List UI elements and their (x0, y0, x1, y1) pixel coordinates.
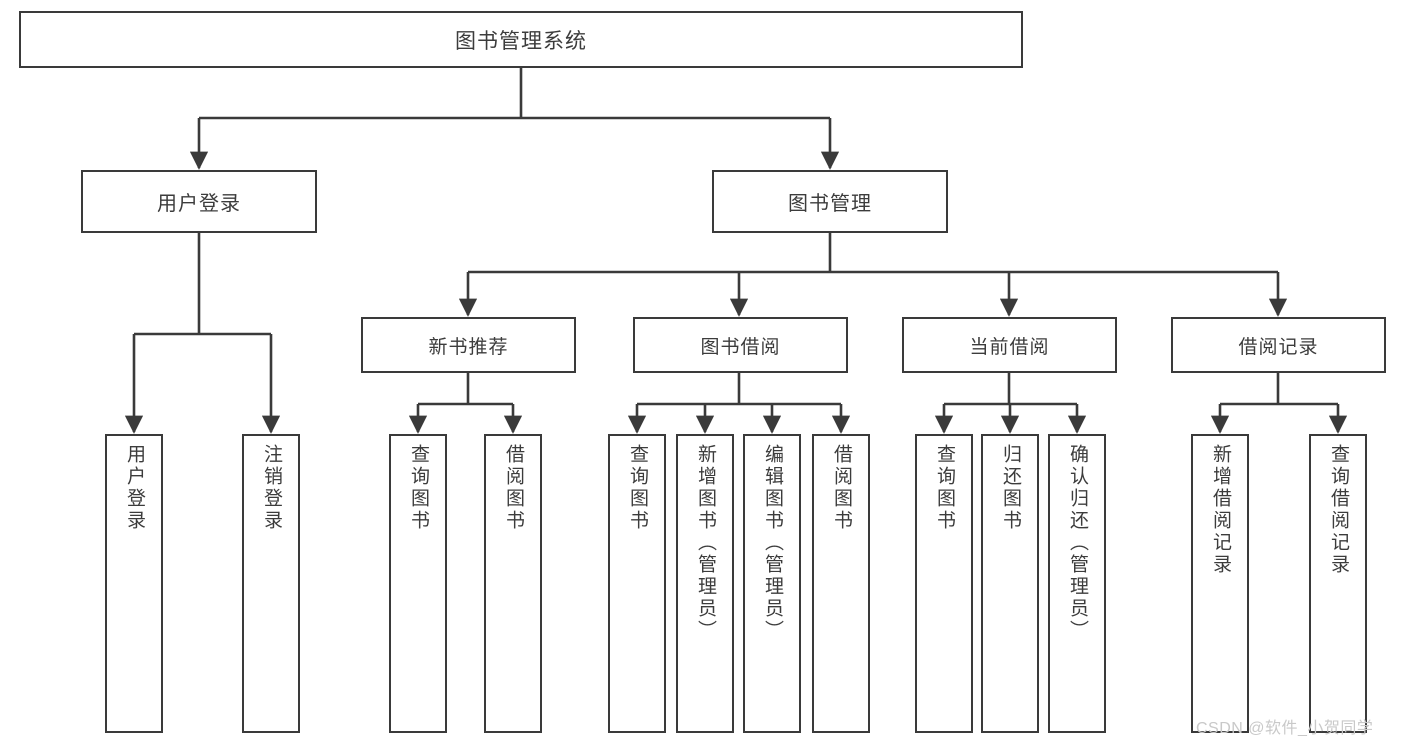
node-new-book-recommend[interactable]: 新书推荐 (361, 317, 576, 373)
leaf-query-book-2[interactable]: 查询图书 (608, 434, 666, 733)
leaf-logout-label: 注销登录 (260, 444, 282, 532)
leaf-edit-book-label: 编辑图书（管理员） (761, 444, 783, 642)
node-new-book-recommend-label: 新书推荐 (428, 336, 509, 358)
node-book-borrow-label: 图书借阅 (700, 336, 781, 358)
leaf-borrow-book-2-label: 借阅图书 (830, 444, 852, 532)
node-user-login-label: 用户登录 (157, 193, 241, 215)
leaf-query-book-1[interactable]: 查询图书 (389, 434, 447, 733)
node-borrow-record-label: 借阅记录 (1238, 336, 1319, 358)
leaf-add-book[interactable]: 新增图书（管理员） (676, 434, 734, 733)
node-book-borrow[interactable]: 图书借阅 (633, 317, 848, 373)
watermark: CSDN @软件_小贺同学 (1196, 720, 1374, 737)
leaf-login[interactable]: 用户登录 (105, 434, 163, 733)
leaf-confirm-return[interactable]: 确认归还（管理员） (1048, 434, 1106, 733)
leaf-query-book-2-label: 查询图书 (626, 444, 648, 532)
leaf-query-book-1-label: 查询图书 (407, 444, 429, 532)
node-root[interactable]: 图书管理系统 (19, 11, 1023, 68)
leaf-logout[interactable]: 注销登录 (242, 434, 300, 733)
leaf-return-book-label: 归还图书 (999, 444, 1021, 532)
leaf-add-record-label: 新增借阅记录 (1209, 444, 1231, 576)
leaf-borrow-book-2[interactable]: 借阅图书 (812, 434, 870, 733)
leaf-edit-book[interactable]: 编辑图书（管理员） (743, 434, 801, 733)
leaf-return-book[interactable]: 归还图书 (981, 434, 1039, 733)
leaf-borrow-book-1-label: 借阅图书 (502, 444, 524, 532)
leaf-add-record[interactable]: 新增借阅记录 (1191, 434, 1249, 733)
leaf-login-label: 用户登录 (123, 444, 145, 532)
node-book-management[interactable]: 图书管理 (712, 170, 948, 233)
node-current-borrow-label: 当前借阅 (969, 336, 1050, 358)
leaf-query-book-3[interactable]: 查询图书 (915, 434, 973, 733)
node-book-management-label: 图书管理 (788, 193, 872, 215)
leaf-borrow-book-1[interactable]: 借阅图书 (484, 434, 542, 733)
node-current-borrow[interactable]: 当前借阅 (902, 317, 1117, 373)
node-user-login[interactable]: 用户登录 (81, 170, 317, 233)
leaf-query-book-3-label: 查询图书 (933, 444, 955, 532)
leaf-add-book-label: 新增图书（管理员） (694, 444, 716, 642)
node-borrow-record[interactable]: 借阅记录 (1171, 317, 1386, 373)
leaf-query-record[interactable]: 查询借阅记录 (1309, 434, 1367, 733)
node-root-label: 图书管理系统 (455, 29, 587, 53)
leaf-query-record-label: 查询借阅记录 (1327, 444, 1349, 576)
leaf-confirm-return-label: 确认归还（管理员） (1066, 444, 1088, 642)
